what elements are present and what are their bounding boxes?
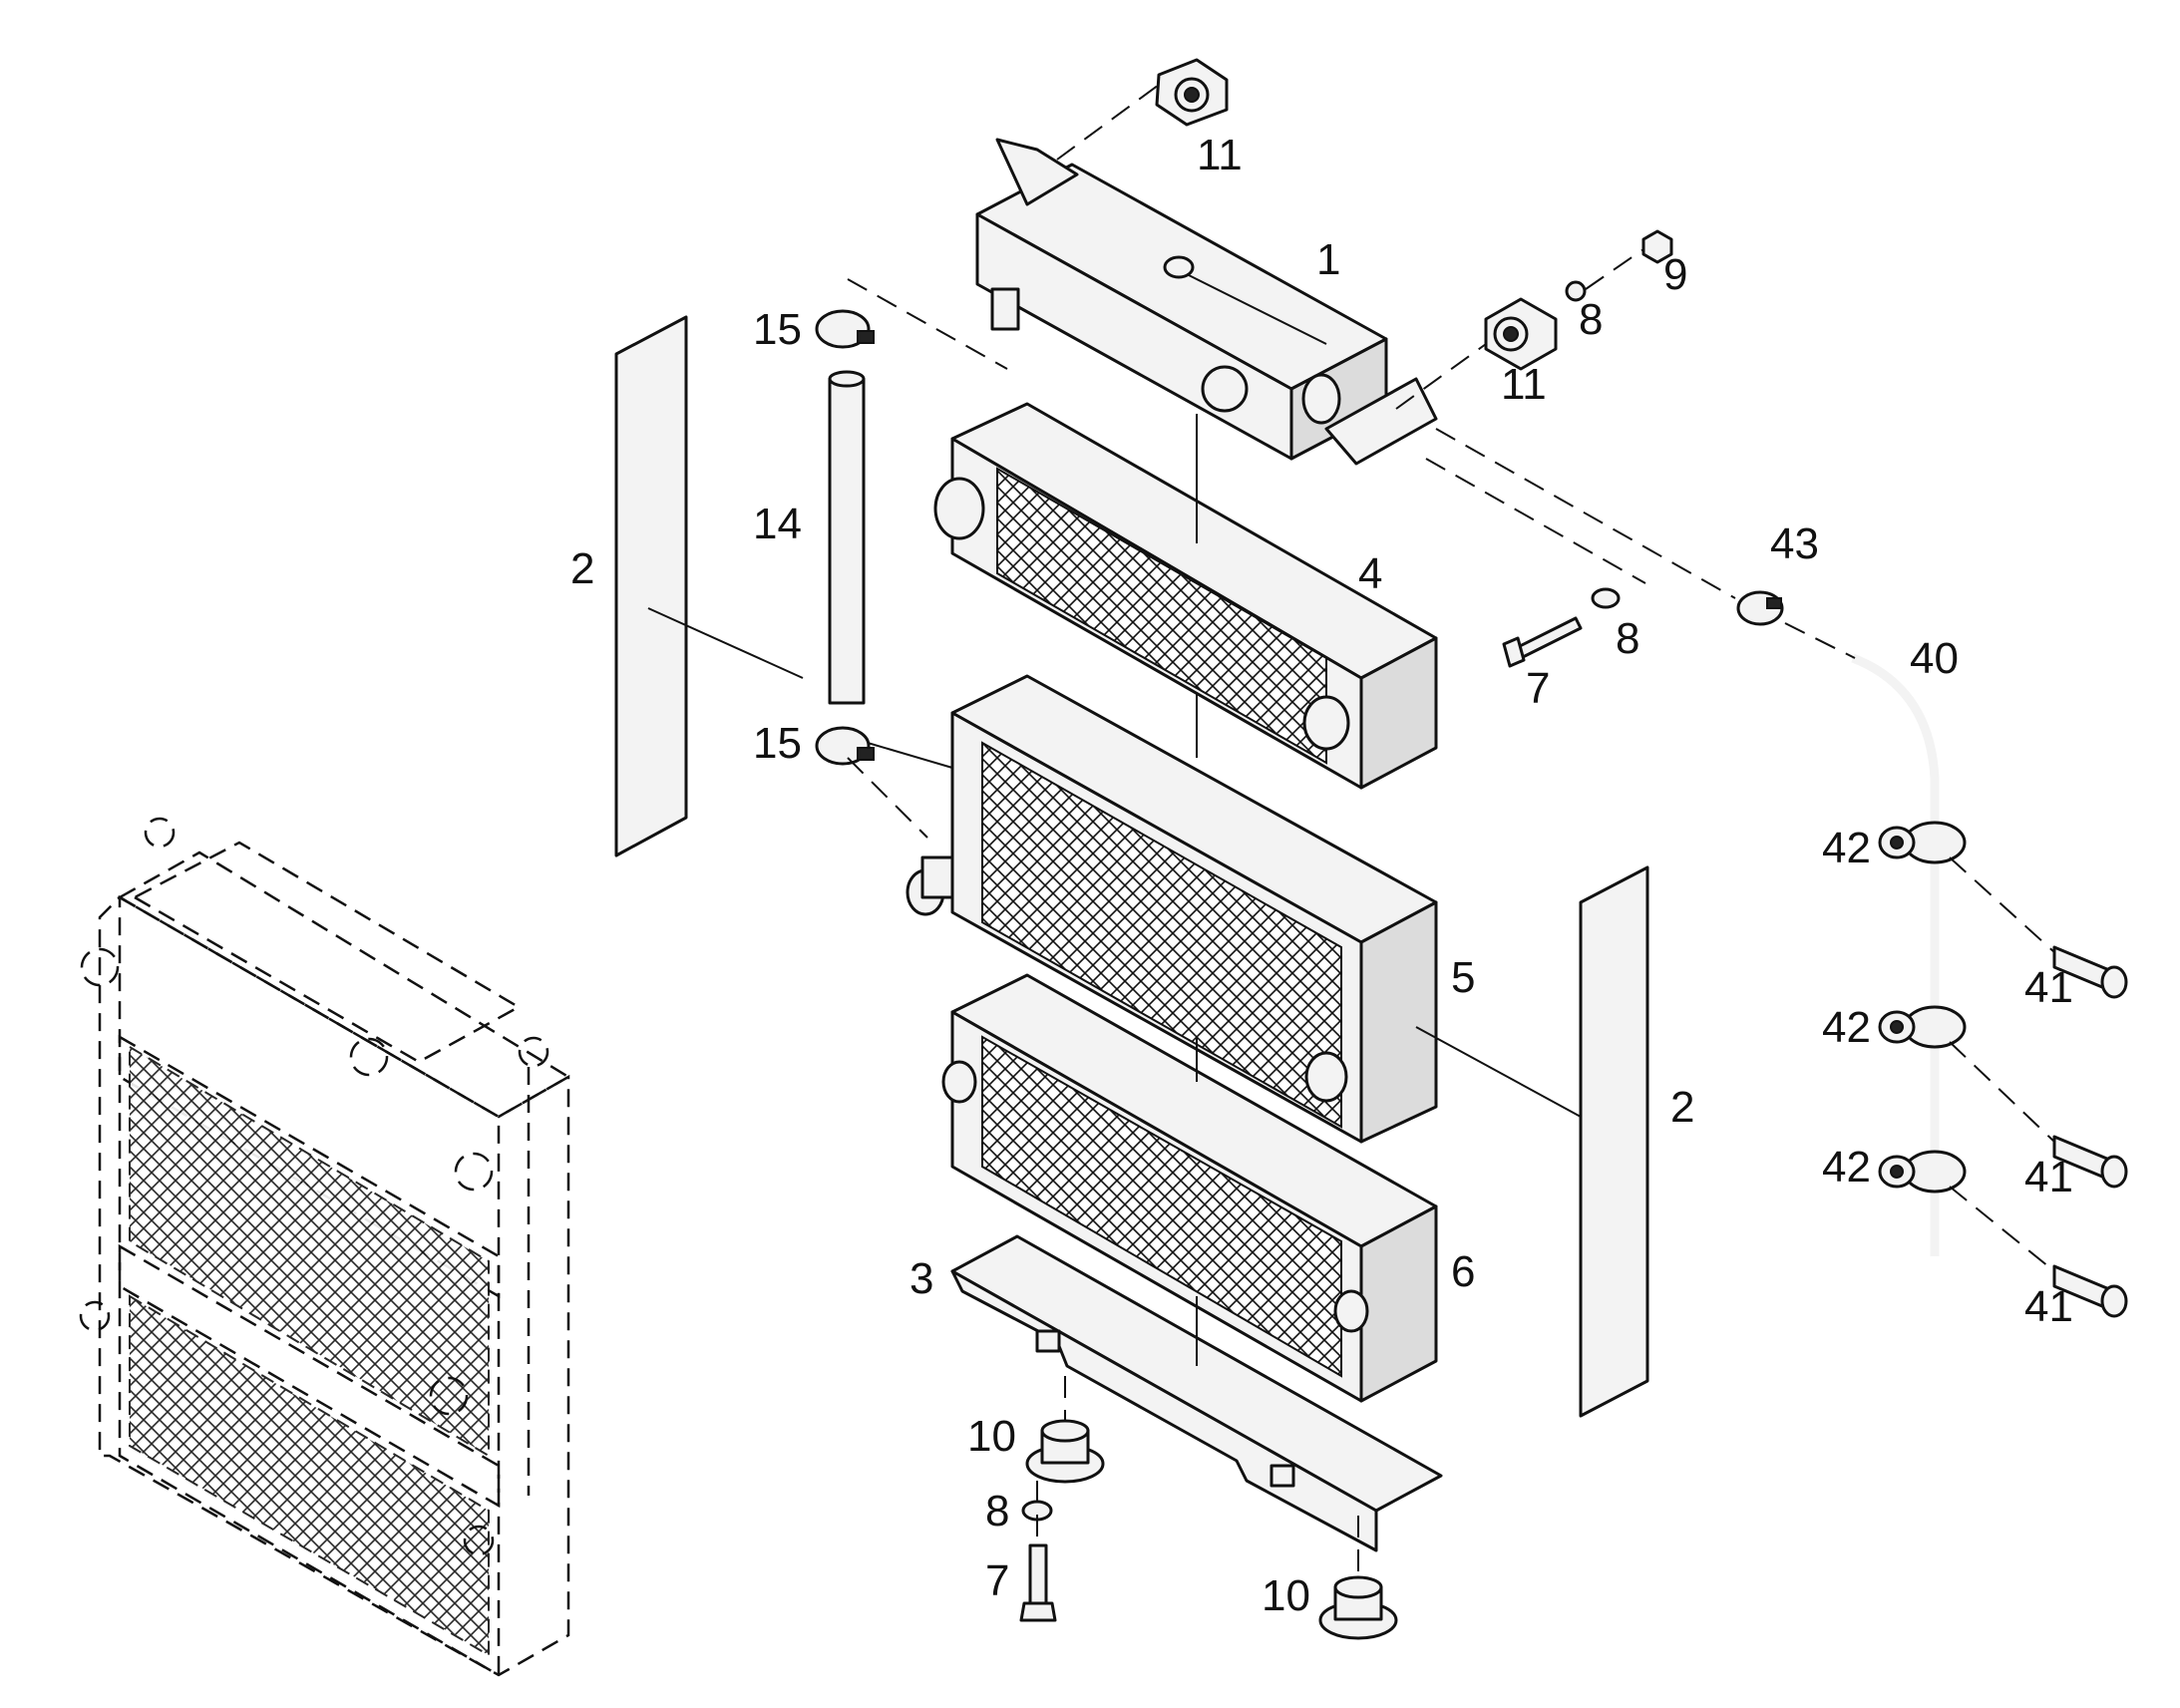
- callout-42-1: 42: [1822, 824, 1871, 872]
- hose-clamp-lower: [815, 726, 875, 766]
- bolt-41-lower: [2052, 1264, 2128, 1318]
- callout-43: 43: [1770, 519, 1819, 568]
- bolt-bottom: [1019, 1543, 1057, 1622]
- callout-8-upper: 8: [1579, 295, 1603, 344]
- callout-10-right: 10: [1262, 1571, 1310, 1620]
- bolt-41-middle: [2052, 1135, 2128, 1189]
- callout-15-upper: 15: [753, 305, 802, 354]
- callout-42-2: 42: [1822, 1003, 1871, 1052]
- rubber-mount-left: [1025, 1419, 1105, 1484]
- callout-3: 3: [909, 1254, 933, 1303]
- callout-2-right: 2: [1670, 1083, 1694, 1132]
- pipe-clamp-1: [1878, 821, 1967, 864]
- pipe-clamp-2: [1878, 1005, 1967, 1049]
- cooler-lower: [941, 973, 1438, 1403]
- callout-2-left: 2: [570, 544, 594, 593]
- leader-lines: [647, 84, 2055, 1575]
- callout-14: 14: [753, 500, 802, 548]
- callout-11-right: 11: [1501, 360, 1547, 409]
- washer-middle: [1591, 587, 1621, 609]
- washer-top-right: [1565, 280, 1587, 302]
- nut-top-right: [1641, 229, 1673, 264]
- callout-15-lower: 15: [753, 719, 802, 768]
- side-plate-left: [614, 315, 688, 857]
- bottom-frame: [950, 1234, 1443, 1552]
- callout-7-middle: 7: [1526, 664, 1550, 713]
- bolt-middle: [1502, 616, 1583, 668]
- callout-4: 4: [1358, 549, 1382, 598]
- callout-1: 1: [1316, 235, 1340, 284]
- callout-11-upper: 11: [1197, 131, 1243, 179]
- side-plate-right: [1579, 865, 1649, 1418]
- mount-upper: [1155, 58, 1229, 127]
- bolt-41-upper: [2052, 945, 2128, 999]
- pipe-clamp-3: [1878, 1150, 1967, 1194]
- hose-clamp-tube: [1736, 590, 1784, 626]
- callout-41-1: 41: [2024, 963, 2073, 1012]
- callouts: 11 1 9 8 11 15 14 2 4 43 8 7 40 15 42 41…: [570, 131, 2073, 1620]
- callout-40: 40: [1910, 634, 1959, 683]
- callout-5: 5: [1451, 953, 1475, 1002]
- mount-right: [1484, 297, 1558, 371]
- callout-6: 6: [1451, 1247, 1475, 1296]
- rubber-mount-right: [1318, 1575, 1398, 1640]
- callout-8-lower: 8: [985, 1487, 1009, 1536]
- callout-7-lower: 7: [985, 1556, 1009, 1605]
- assembled-radiator-view: [79, 817, 571, 1678]
- callout-8-middle: 8: [1616, 614, 1639, 663]
- callout-9: 9: [1663, 250, 1687, 299]
- cooler-upper: [933, 402, 1438, 790]
- callout-42-3: 42: [1822, 1143, 1871, 1192]
- callout-10-left: 10: [967, 1412, 1016, 1461]
- hose: [828, 370, 866, 705]
- radiator-main: [906, 674, 1438, 1144]
- callout-41-2: 41: [2024, 1153, 2073, 1201]
- tube-assembly: [1851, 653, 1940, 1256]
- callout-41-3: 41: [2024, 1282, 2073, 1331]
- hose-clamp-upper: [815, 309, 875, 349]
